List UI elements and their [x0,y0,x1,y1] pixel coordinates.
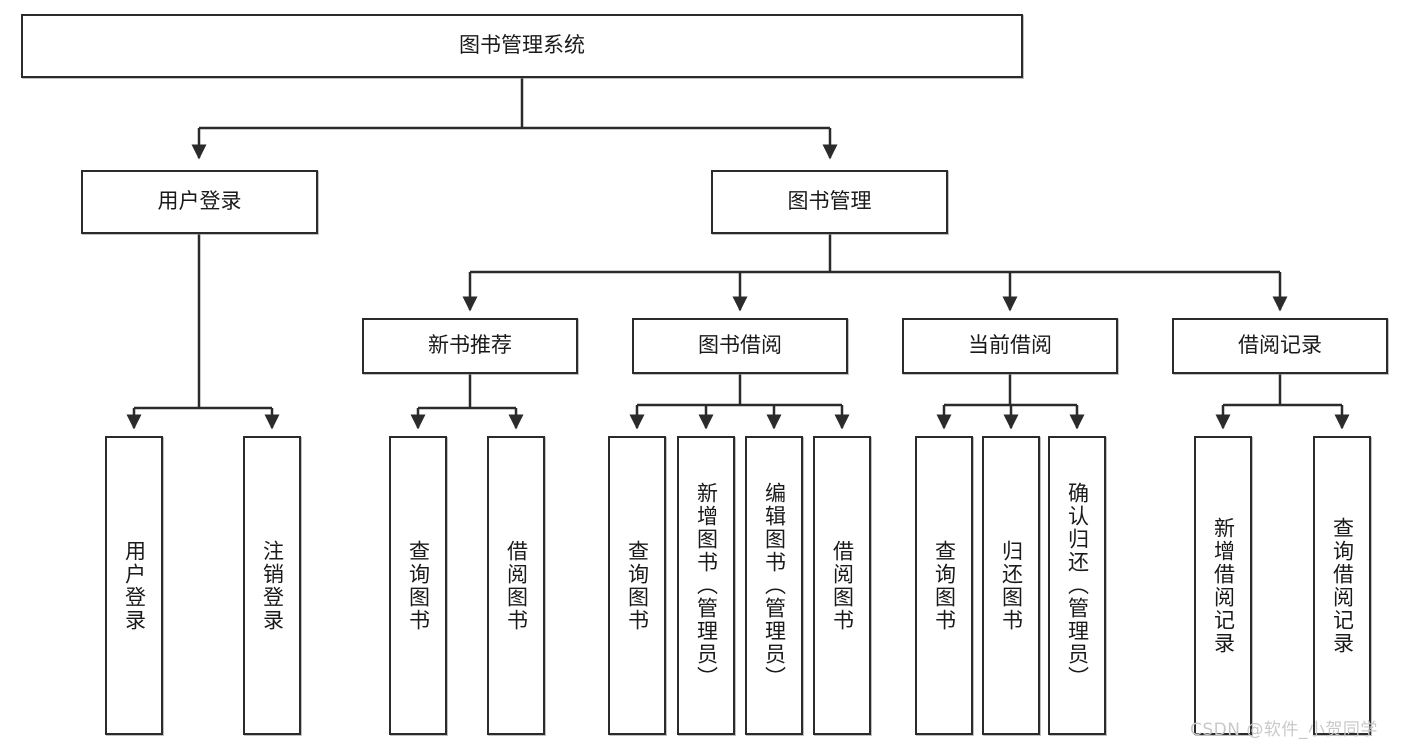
leaf-current-return-book[interactable]: 归还图书 [982,436,1040,735]
node-borrow-record[interactable]: 借阅记录 [1172,318,1388,374]
node-label: 图书管理 [787,189,872,214]
node-label: 用户登录 [157,189,242,214]
leaf-recommend-borrow-book[interactable]: 借阅图书 [487,436,545,735]
node-new-book-recommend[interactable]: 新书推荐 [362,318,578,374]
leaf-borrow-query-book[interactable]: 查询图书 [608,436,666,735]
node-label: 编辑图书（管理员） [762,482,787,689]
node-label: 借阅图书 [504,539,529,632]
node-user-login[interactable]: 用户登录 [81,170,318,234]
node-label: 查询图书 [932,539,957,632]
node-label: 借阅图书 [830,539,855,632]
node-label: 确认归还（管理员） [1065,482,1090,689]
leaf-borrow-edit-book[interactable]: 编辑图书（管理员） [745,436,803,735]
node-book-borrow[interactable]: 图书借阅 [632,318,848,374]
leaf-record-query-record[interactable]: 查询借阅记录 [1313,436,1371,735]
leaf-current-confirm-return[interactable]: 确认归还（管理员） [1048,436,1106,735]
leaf-current-query-book[interactable]: 查询图书 [915,436,973,735]
node-label: 新增借阅记录 [1211,516,1236,655]
node-book-management[interactable]: 图书管理 [711,170,948,234]
node-label: 借阅记录 [1238,333,1322,358]
leaf-user-login-signin[interactable]: 用户登录 [105,436,163,735]
node-label: 查询借阅记录 [1330,516,1355,655]
node-label: 当前借阅 [968,333,1052,358]
leaf-recommend-query-book[interactable]: 查询图书 [389,436,447,735]
node-label: 注销登录 [260,539,285,632]
node-label: 归还图书 [999,539,1024,632]
node-label: 图书管理系统 [459,33,585,58]
leaf-user-login-signout[interactable]: 注销登录 [243,436,301,735]
node-label: 查询图书 [406,539,431,632]
leaf-borrow-borrow-book[interactable]: 借阅图书 [813,436,871,735]
node-label: 用户登录 [122,539,147,632]
leaf-borrow-add-book[interactable]: 新增图书（管理员） [677,436,735,735]
node-label: 查询图书 [625,539,650,632]
leaf-record-add-record[interactable]: 新增借阅记录 [1194,436,1252,735]
node-current-borrow[interactable]: 当前借阅 [902,318,1118,374]
node-label: 新增图书（管理员） [694,482,719,689]
node-label: 新书推荐 [428,333,512,358]
node-label: 图书借阅 [698,333,782,358]
node-root-system[interactable]: 图书管理系统 [21,14,1023,78]
